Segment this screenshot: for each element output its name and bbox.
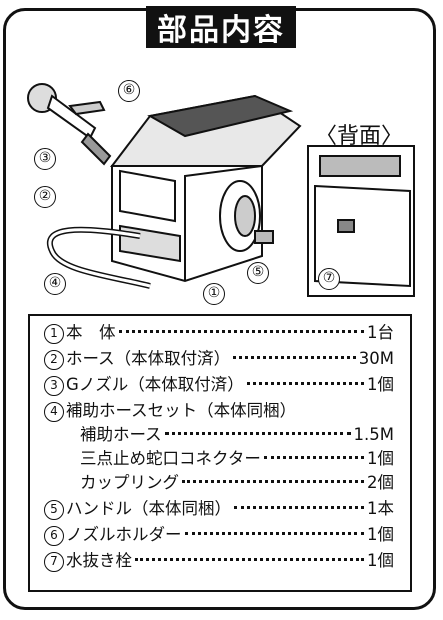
item-qty: 1個: [367, 375, 394, 394]
item-qty: 1個: [367, 449, 394, 468]
item-name: ノズルホルダー: [66, 525, 182, 544]
item-name: カップリング: [80, 473, 179, 492]
parts-row: 4 補助ホースセット（本体同梱）: [44, 400, 394, 423]
item-qty: 30M: [358, 349, 394, 368]
item-number: 7: [44, 552, 64, 572]
leader-dots: [234, 506, 364, 509]
item-name: 三点止め蛇口コネクター: [80, 449, 261, 468]
item-number: 2: [44, 350, 64, 370]
leader-dots: [233, 356, 356, 359]
parts-row: 2 ホース（本体取付済） 30M: [44, 348, 394, 371]
item-qty: 2個: [367, 473, 394, 492]
callout-3: ③: [34, 148, 56, 170]
back-view-drawing: [307, 145, 415, 297]
item-qty: 1個: [367, 525, 394, 544]
item-qty: 1個: [367, 551, 394, 570]
item-name: 本 体: [66, 323, 116, 342]
leader-dots: [135, 558, 364, 561]
parts-row: 1 本 体 1台: [44, 322, 394, 345]
back-view-label: 〈背面〉: [315, 124, 404, 149]
parts-subrow: 補助ホース 1.5M: [80, 424, 394, 446]
leader-dots: [182, 480, 364, 483]
item-qty: 1.5M: [353, 425, 394, 444]
leader-dots: [118, 330, 364, 333]
item-number: 3: [44, 376, 64, 396]
parts-row: 3 Gノズル（本体取付済） 1個: [44, 374, 394, 397]
leader-dots: [164, 432, 351, 435]
parts-list-box: [28, 314, 412, 592]
item-name: Gノズル（本体取付済）: [66, 375, 244, 394]
item-qty: 1台: [367, 323, 394, 342]
item-number: 5: [44, 500, 64, 520]
callout-5: ⑤: [247, 262, 269, 284]
item-name: ホース（本体取付済）: [66, 349, 231, 368]
page-title: 部品内容: [146, 6, 296, 48]
item-name: ハンドル（本体同梱）: [66, 499, 231, 518]
parts-row: 5 ハンドル（本体同梱） 1本: [44, 498, 394, 521]
callout-4: ④: [44, 273, 66, 295]
hose-reel-body: [109, 94, 302, 283]
parts-subrow: カップリング 2個: [80, 472, 394, 494]
callout-2: ②: [34, 186, 56, 208]
nozzle-drawing: [27, 83, 112, 166]
item-number: 4: [44, 402, 64, 422]
parts-subrow: 三点止め蛇口コネクター 1個: [80, 448, 394, 470]
leader-dots: [246, 382, 364, 385]
item-name: 補助ホースセット（本体同梱）: [66, 401, 297, 420]
callout-6: ⑥: [118, 80, 140, 102]
callout-1: ①: [203, 283, 225, 305]
parts-row: 6 ノズルホルダー 1個: [44, 524, 394, 547]
product-illustration: [27, 83, 415, 297]
item-name: 補助ホース: [80, 425, 162, 444]
item-number: 6: [44, 526, 64, 546]
parts-row: 7 水抜き栓 1個: [44, 550, 394, 573]
callout-7: ⑦: [318, 268, 340, 290]
leader-dots: [263, 456, 364, 459]
item-qty: 1本: [367, 499, 394, 518]
item-name: 水抜き栓: [66, 551, 132, 570]
leader-dots: [184, 532, 364, 535]
item-number: 1: [44, 324, 64, 344]
